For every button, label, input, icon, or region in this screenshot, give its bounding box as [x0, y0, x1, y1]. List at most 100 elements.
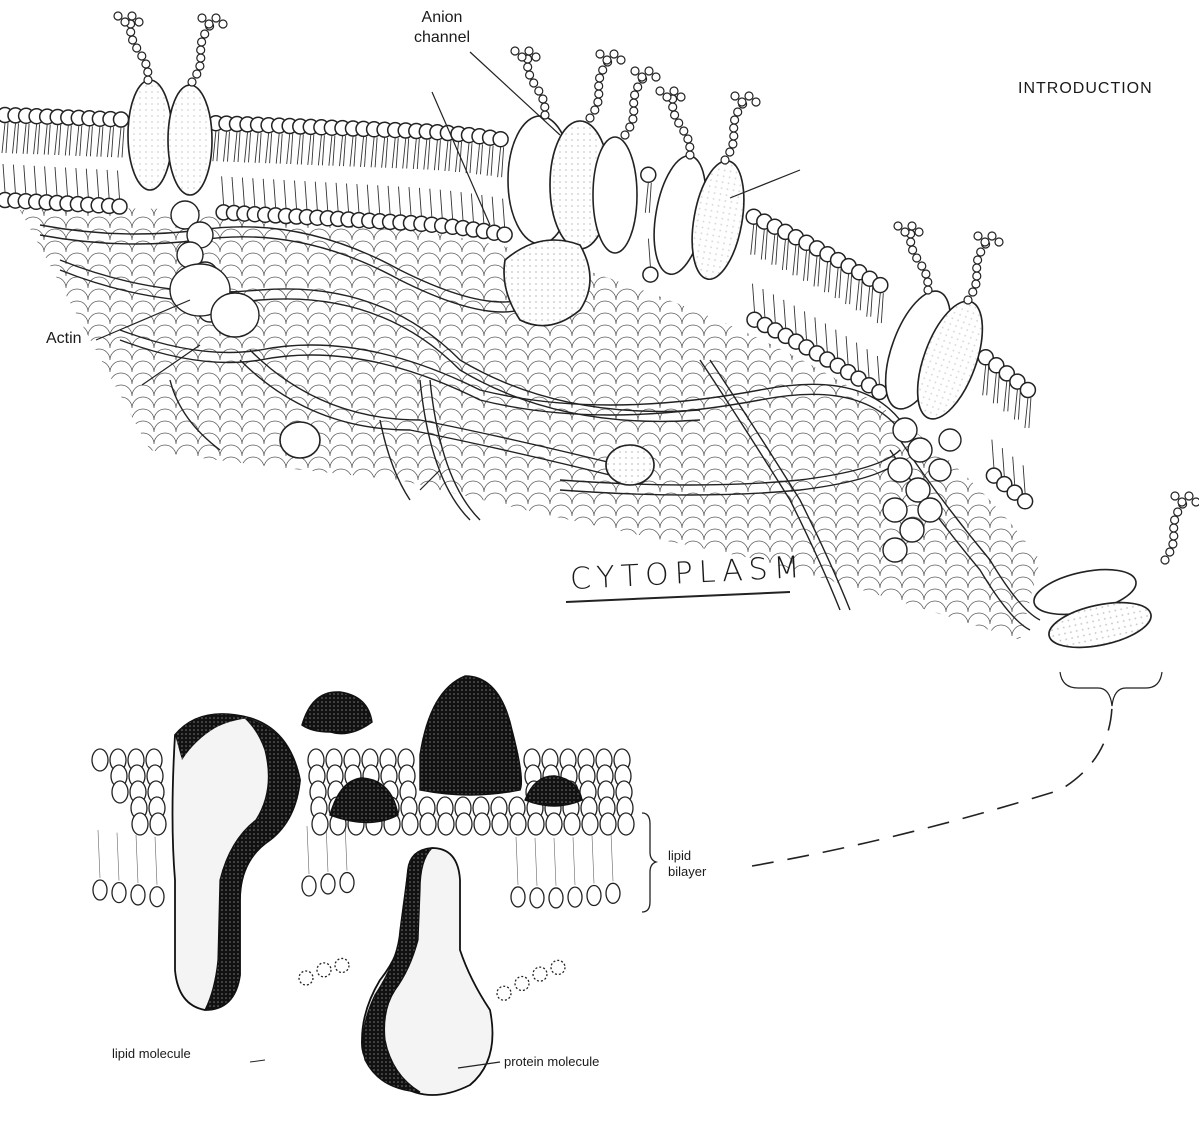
lipid-tail — [804, 251, 807, 281]
lipid-tail — [836, 330, 838, 358]
sugar-bead — [135, 18, 143, 26]
lipid-tail — [97, 127, 100, 157]
lipid-tail — [13, 165, 15, 193]
sugar-bead — [684, 135, 692, 143]
sugar-bead — [114, 12, 122, 20]
sugar-bead — [670, 87, 678, 95]
lipid-tail — [434, 140, 437, 170]
lipid-tail — [34, 124, 37, 154]
sugar-bead — [738, 98, 746, 106]
lipid-tail — [492, 197, 494, 225]
sugar-bead — [918, 262, 926, 270]
lipid-tail — [48, 125, 50, 155]
lipid-tail — [449, 141, 451, 171]
sugar-bead — [144, 76, 152, 84]
lipid-tail — [245, 132, 248, 162]
lipid-tail — [516, 837, 518, 885]
lipid-tail — [329, 136, 332, 166]
lipid-tail — [69, 126, 71, 156]
sugar-bead — [617, 56, 625, 64]
sugar-bead — [630, 107, 638, 115]
lipid-tail — [440, 190, 442, 218]
section-heading: INTRODUCTION — [1018, 80, 1153, 98]
sugar-bead — [532, 53, 540, 61]
sugar-bead — [652, 73, 660, 81]
lipid-tail — [399, 187, 401, 215]
sugar-bead — [969, 288, 977, 296]
sugar-bead — [995, 238, 1003, 246]
sugar-bead — [680, 127, 688, 135]
lipid-tail — [481, 144, 483, 174]
sugar-bead — [752, 98, 760, 106]
lipid-head — [493, 132, 508, 147]
lipid-head — [474, 813, 490, 835]
sugar-bead — [631, 67, 639, 75]
lipid-tail — [344, 136, 346, 166]
sugar-bead — [142, 60, 150, 68]
sugar-bead — [198, 14, 206, 22]
sugar-bead — [675, 119, 683, 127]
lipid-tail — [17, 123, 19, 153]
lipid-tail — [80, 126, 82, 156]
lipid-head — [643, 267, 658, 282]
sugar-bead — [128, 12, 136, 20]
sugar-bead — [610, 50, 618, 58]
lipid-tail — [228, 132, 230, 162]
lipid-tail — [13, 123, 16, 153]
lipid-tail — [6, 123, 8, 153]
sugar-bead — [586, 114, 594, 122]
lipid-tail — [776, 235, 778, 265]
lipid-tail — [378, 185, 380, 213]
lipid-tail — [44, 125, 47, 155]
lipid-tail — [112, 127, 114, 157]
lipid-tail — [794, 306, 796, 334]
lipid-head — [873, 278, 888, 293]
sugar-bead — [901, 228, 909, 236]
lipid-tail — [386, 138, 388, 168]
lipid-tail — [388, 186, 390, 214]
lipid-tail — [367, 185, 369, 213]
lipid-tail — [23, 124, 26, 154]
lipid-tail — [365, 137, 367, 167]
lipid-tail — [1004, 381, 1007, 411]
lipid-head — [132, 813, 148, 835]
lipid-tail — [881, 293, 883, 323]
sugar-bead — [726, 148, 734, 156]
lipid-tail — [987, 365, 989, 395]
sugar-bead — [981, 238, 989, 246]
lipid-head — [533, 967, 547, 981]
sugar-bead — [1169, 540, 1177, 548]
lipid-tail — [755, 225, 757, 255]
sugar-bead — [1170, 532, 1178, 540]
lipid-tail — [611, 833, 613, 881]
lipid-tail — [276, 134, 279, 164]
lipid-tail — [90, 126, 92, 156]
lipid-tail — [825, 262, 828, 292]
label-lipid-bilayer: lipid bilayer — [668, 848, 706, 880]
lipid-head — [606, 883, 620, 903]
lipid-tail — [445, 141, 448, 171]
lipid-head — [510, 813, 526, 835]
lipid-tail — [224, 132, 227, 162]
sugar-bead — [915, 228, 923, 236]
lipid-tail — [850, 274, 852, 304]
lipid-tail — [573, 837, 575, 885]
sugar-bead — [686, 151, 694, 159]
lipid-tail — [318, 135, 321, 165]
sugar-bead — [525, 47, 533, 55]
lipid-tail — [307, 826, 309, 874]
lipid-tail — [217, 131, 219, 161]
lipid-head — [511, 887, 525, 907]
label-anion-channel-line2: channel — [392, 28, 492, 48]
lipid-tail — [322, 135, 324, 165]
lipid-head — [312, 813, 328, 835]
lipid-tail — [856, 280, 859, 310]
sugar-bead — [663, 93, 671, 101]
lipid-tail — [477, 144, 480, 174]
sugar-bead — [595, 90, 603, 98]
lipid-head — [340, 873, 354, 893]
lipid-tail — [136, 835, 138, 883]
lipid-tail — [222, 176, 224, 204]
lipid-tail — [45, 166, 47, 194]
lipid-tail — [825, 324, 827, 352]
